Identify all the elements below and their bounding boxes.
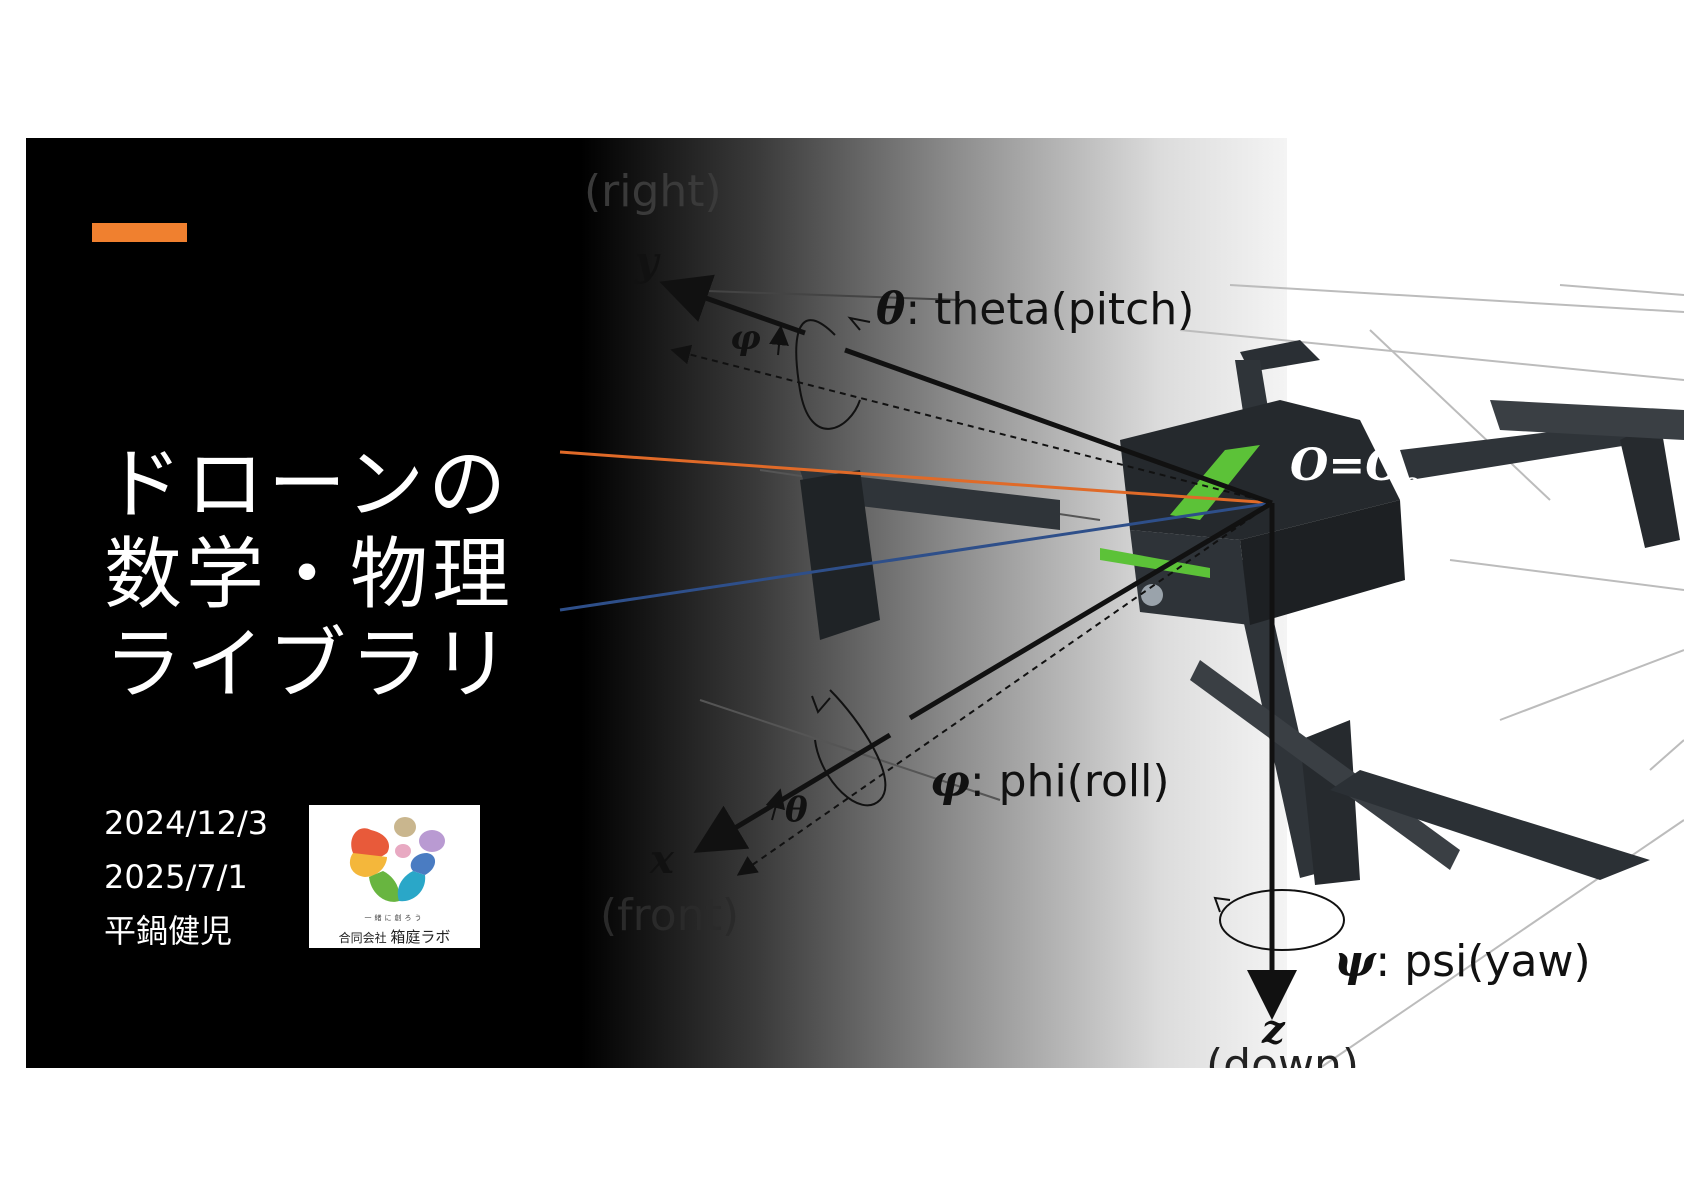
author-name: 平鍋健児 (104, 912, 233, 950)
slide-title: ドローンの 数学・物理 ライブラリ (104, 440, 514, 710)
date-1: 2024/12/3 (104, 804, 269, 842)
phi-label: φ: phi(roll) (930, 756, 1170, 807)
slide-meta: 2024/12/3 2025/7/1 平鍋健児 (104, 796, 268, 958)
euler-axes (659, 274, 1345, 1020)
drone-body (800, 340, 1684, 885)
axis-z-desc: (down) (1206, 1040, 1360, 1068)
title-line-2: 数学・物理 (104, 530, 515, 620)
origin-sub: e (1403, 466, 1419, 496)
accent-bar (92, 223, 187, 242)
phi-text: : phi(roll) (969, 756, 1170, 807)
small-theta-label: θ (785, 790, 808, 830)
orange-axis-line (559, 450, 1273, 505)
logo-company-prefix: 合同会社 (338, 931, 387, 945)
small-phi-label: φ (730, 318, 761, 358)
axis-y-label: y (635, 238, 659, 285)
axis-x-label: x (650, 836, 674, 883)
title-line-1: ドローンの (104, 440, 511, 530)
theta-label: θ: theta(pitch) (876, 284, 1194, 335)
title-line-3: ライブラリ (104, 620, 515, 710)
phi-symbol: φ (930, 756, 970, 807)
logo-company-name: 合同会社 箱庭ラボ (309, 926, 480, 947)
axis-y-desc: (right) (584, 166, 722, 217)
date-2: 2025/7/1 (104, 858, 248, 896)
psi-symbol: ψ (1334, 936, 1376, 987)
logo-tagline: 一緒に創ろう (364, 914, 425, 922)
psi-text: : psi(yaw) (1375, 936, 1591, 987)
axis-z-label: z (1262, 1006, 1285, 1053)
theta-text: : theta(pitch) (905, 284, 1195, 335)
logo-mark-icon (349, 817, 445, 902)
theta-symbol: θ (876, 284, 906, 335)
logo-company-main: 箱庭ラボ (390, 928, 451, 946)
axis-x-desc: (front) (600, 890, 740, 941)
psi-label: ψ: psi(yaw) (1334, 936, 1591, 987)
slide-background (26, 138, 1287, 1068)
origin-label: O=Oe (1290, 440, 1419, 496)
company-logo: 一緒に創ろう 合同会社 箱庭ラボ (309, 805, 480, 948)
origin-main: O=O (1290, 440, 1404, 491)
blue-axis-line (559, 501, 1273, 612)
